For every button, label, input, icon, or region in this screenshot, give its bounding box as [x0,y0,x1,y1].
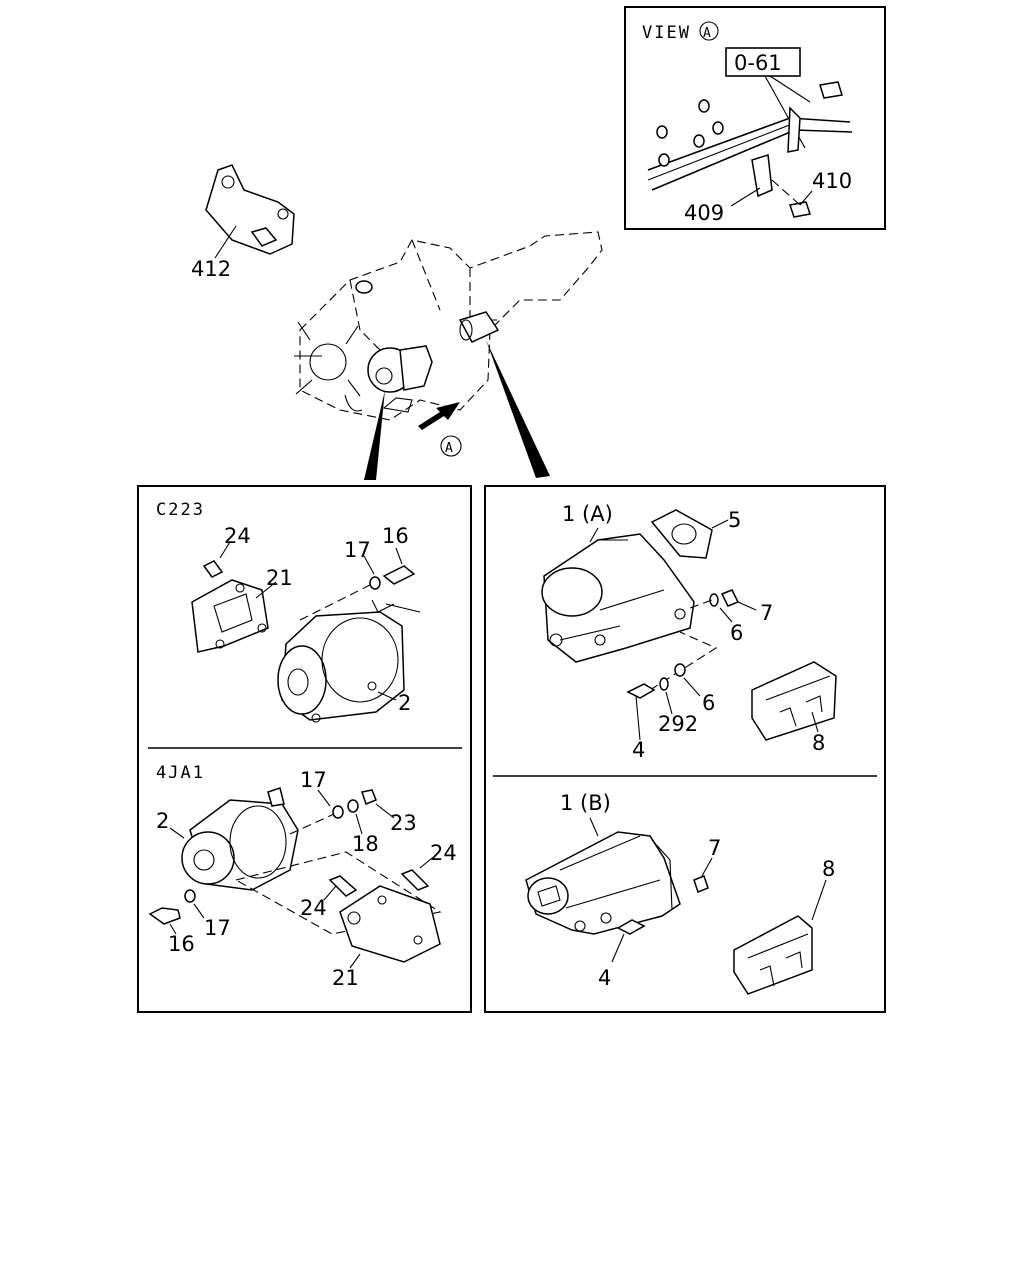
callout-8-a: 8 [812,731,825,755]
bracket-409 [751,154,773,198]
engine-overview: 412 A [191,164,603,480]
alternator-panel-frame [137,485,472,1013]
starter-1b [525,831,681,935]
nut-23 [361,789,377,805]
cover-8-a [751,661,837,741]
view-a-frame [624,6,886,230]
view-a-inset: VIEW A 0-61 409 410 [624,6,886,230]
bolt-4-a [626,683,656,699]
ref-leaders [764,75,811,149]
bolt-410 [789,201,811,218]
callout-24-b: 24 [430,841,457,865]
view-marker: A [703,26,711,41]
bolt-24 [202,560,224,578]
callout-412: 412 [191,257,231,281]
callout-21-4ja1: 21 [332,966,359,990]
washer-18 [347,799,359,813]
callout-4-b: 4 [598,966,611,990]
callout-409: 409 [684,201,724,225]
ref-box-label: 0-61 [734,51,782,75]
callout-24-a: 24 [300,896,327,920]
washer-17-upper [332,805,344,819]
callout-6-lower: 6 [702,691,715,715]
frame-rail-inner [647,123,793,181]
washer-292 [659,677,669,691]
callout-17-lower: 17 [204,916,231,940]
callout-16-4ja1: 16 [168,932,195,956]
callout-1a: 1 (A) [562,502,613,526]
bolt-16-4ja1 [148,907,181,925]
leader-412 [214,225,237,259]
panel-c223: C223 24 21 17 16 2 [156,500,421,723]
callout-6-upper: 6 [730,621,743,645]
callout-7-b: 7 [708,836,721,860]
nut-group [656,99,724,167]
callout-2-4ja1: 2 [156,809,169,833]
washer-6-upper [709,593,719,607]
engine-outline [299,231,603,421]
engine-starter [458,311,500,343]
view-arrow [418,402,460,430]
panel-4ja1: 4JA1 2 17 18 23 24 24 21 [148,763,457,990]
callout-17: 17 [344,538,371,562]
bolt-16 [382,565,416,585]
panel-starter-b: 1 (B) 7 4 8 [525,791,835,995]
callout-410: 410 [812,169,852,193]
header-4ja1: 4JA1 [156,763,205,783]
callout-8-b: 8 [822,857,835,881]
cover-8-b [733,915,813,995]
bracket-upper [787,106,801,153]
callout-21: 21 [266,566,293,590]
bolt-upper [819,81,843,99]
header-c223: C223 [156,500,205,520]
callout-1b: 1 (B) [560,791,611,815]
bolt-4-b [616,919,646,935]
callout-18: 18 [352,832,379,856]
ref-box-frame [725,47,801,77]
view-title: VIEW [642,23,691,43]
callout-24: 24 [224,524,251,548]
washer-17 [369,576,381,590]
starter-panel-frame [484,485,886,1013]
nut-7-b [693,875,709,893]
view-arrow-circle [440,435,462,457]
view-marker-circle [699,21,719,41]
callout-23: 23 [390,811,417,835]
gasket-5 [650,509,713,559]
callout-16: 16 [382,524,409,548]
callout-7: 7 [760,601,773,625]
bracket-412 [205,164,295,255]
callout-5: 5 [728,508,741,532]
bolt-24-a [328,875,358,897]
engine-fan [309,343,347,381]
pointer-to-alternator-panel [364,390,385,480]
starter-1a [543,533,695,663]
nut-7 [720,589,740,607]
bracket-21 [191,579,269,653]
callout-17-upper: 17 [300,768,327,792]
pointer-to-starter-panel [486,340,550,478]
inset-leaders [730,187,813,207]
callout-292: 292 [658,712,698,736]
callout-2: 2 [398,691,411,715]
bolt-24-b [400,869,430,891]
callout-4-a: 4 [632,738,645,762]
view-arrow-marker: A [445,441,453,456]
panel-starter-a: 1 (A) 5 7 6 4 292 6 8 [541,502,837,762]
washer-6-lower [674,663,686,677]
washer-17-lower [184,889,196,903]
